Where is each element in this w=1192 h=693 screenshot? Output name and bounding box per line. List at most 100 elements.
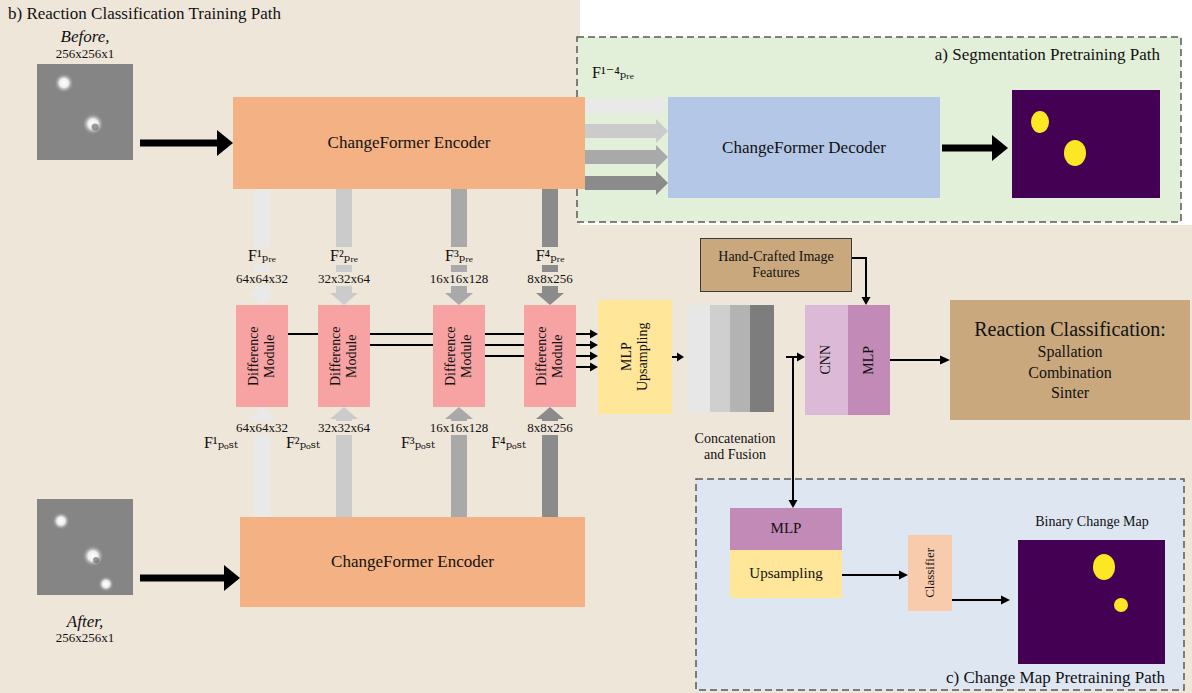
feature-label: F²ₚᵣₑ (328, 247, 360, 265)
box-label: Binary Change Map (1035, 514, 1149, 530)
encoder-box: ChangeFormer Encoder (240, 517, 585, 607)
label-slot: 32x32x64 (316, 272, 372, 286)
connector-line (952, 599, 1002, 601)
box-label: MLP (771, 520, 802, 537)
dimension-label: 64x64x32 (234, 421, 290, 435)
label-slot: 64x64x32 (234, 272, 290, 286)
mask-ground (1018, 540, 1165, 664)
connector-line (140, 575, 225, 582)
box-label: Before, (61, 27, 110, 47)
particle (82, 545, 104, 567)
label-slot: F²ₚᵣₑ (328, 247, 360, 265)
connector-line (585, 99, 657, 113)
panel-heading: b) Reaction Classification Training Path (8, 4, 1184, 24)
particle-core (92, 124, 99, 131)
box-label: ChangeFormer Encoder (331, 552, 494, 572)
output-classes-box: Reaction Classification:SpallationCombin… (950, 300, 1190, 420)
label-slot: 32x32x64 (316, 421, 372, 435)
connector-line (485, 355, 524, 357)
label-slot: F¹ₚᵣₑ (246, 247, 278, 265)
label-slot: F²ₚₒₛₜ (284, 434, 322, 452)
box-label: Difference Module (443, 314, 475, 398)
arrow-shaft (942, 145, 993, 152)
dimension-label: 8x8x256 (525, 421, 575, 435)
before-micrograph (37, 64, 133, 160)
connector (370, 334, 433, 335)
label-slot: F¹⁻⁴ₚᵣₑ (590, 64, 636, 82)
label-slot: 16x16x128 (428, 421, 491, 435)
box-label: 256x256x1 (56, 631, 115, 646)
mask-ground (1012, 90, 1160, 198)
mask-blob (1093, 554, 1115, 580)
feature-label: F³ₚᵣₑ (443, 247, 475, 265)
cnn-box: CNN (805, 305, 848, 415)
input-image-frame: Before,256x256x1 (30, 24, 140, 162)
connector (485, 356, 524, 357)
after-micrograph (37, 499, 133, 595)
feature-label: F⁴ₚₒₛₜ (489, 434, 528, 452)
mask-blob (1031, 111, 1049, 133)
feature-box: Hand-Crafted Image Features (700, 238, 852, 292)
micrograph-ground (37, 64, 133, 160)
concatenation-stack: Concatenation and Fusion (684, 305, 786, 465)
difference-module: Difference Module (236, 305, 288, 407)
label-slot: F³ₚᵣₑ (443, 247, 475, 265)
box-label: Hand-Crafted Image Features (705, 249, 847, 281)
feature-bar (750, 305, 774, 412)
upsampling-box: MLP Upsampling (598, 300, 672, 414)
change-map-path-panel: c) Change Map Pretraining PathMLPUpsampl… (695, 478, 1185, 691)
particle (82, 113, 104, 135)
box-label: Difference Module (246, 314, 278, 398)
mask-blob (1114, 598, 1128, 612)
classifier-box: Classifier (908, 535, 952, 611)
box-label: CNN (818, 345, 834, 375)
feature-label: F²ₚₒₛₜ (284, 434, 322, 452)
difference-module: Difference Module (318, 305, 370, 407)
particle (54, 73, 74, 93)
box-label: Reaction Classification: (974, 316, 1166, 342)
decoder-box: ChangeFormer Decoder (668, 97, 940, 198)
difference-module: Difference Module (524, 305, 576, 407)
panel-heading: c) Change Map Pretraining Path (946, 668, 1165, 688)
connector (485, 345, 524, 346)
input-image-frame: After,256x256x1 (30, 496, 140, 650)
connector (485, 334, 524, 335)
connector-line (370, 333, 433, 335)
feature-label: F¹⁻⁴ₚᵣₑ (590, 64, 636, 82)
label-slot: 8x8x256 (525, 272, 575, 286)
connector-line (585, 124, 657, 138)
particle (98, 576, 114, 592)
connector (370, 345, 433, 346)
box-label: Concatenation and Fusion (687, 431, 783, 463)
mlp-box: MLP (730, 508, 842, 550)
connector-line (576, 355, 591, 357)
connector-line (672, 356, 678, 358)
feature-stack (684, 305, 778, 412)
mask-blob (1064, 140, 1086, 166)
segmentation-output (1012, 90, 1160, 198)
box-label: Spallation (1038, 342, 1103, 363)
connector-line (485, 333, 524, 335)
connector-line (890, 359, 941, 361)
box-label: Combination (1028, 363, 1112, 384)
dimension-label: 8x8x256 (525, 272, 575, 286)
box-label: 256x256x1 (56, 47, 115, 62)
box-label: Sinter (1051, 383, 1089, 404)
connector-line (288, 333, 318, 335)
particle-core (93, 557, 99, 563)
connector-line (585, 150, 657, 164)
dimension-label: 16x16x128 (428, 421, 491, 435)
connector (288, 334, 318, 335)
box-label: MLP Upsampling (619, 315, 651, 399)
mlp-box: MLP (848, 305, 890, 415)
label-slot: F³ₚₒₛₜ (399, 434, 437, 452)
label-slot: 64x64x32 (234, 421, 290, 435)
label-slot: F⁴ₚₒₛₜ (489, 434, 528, 452)
panel-heading: a) Segmentation Pretraining Path (598, 45, 1160, 65)
connector-line (576, 333, 591, 335)
segmentation-path-panel: a) Segmentation Pretraining PathChangeFo… (576, 36, 1182, 223)
label-slot: F⁴ₚᵣₑ (534, 247, 567, 265)
